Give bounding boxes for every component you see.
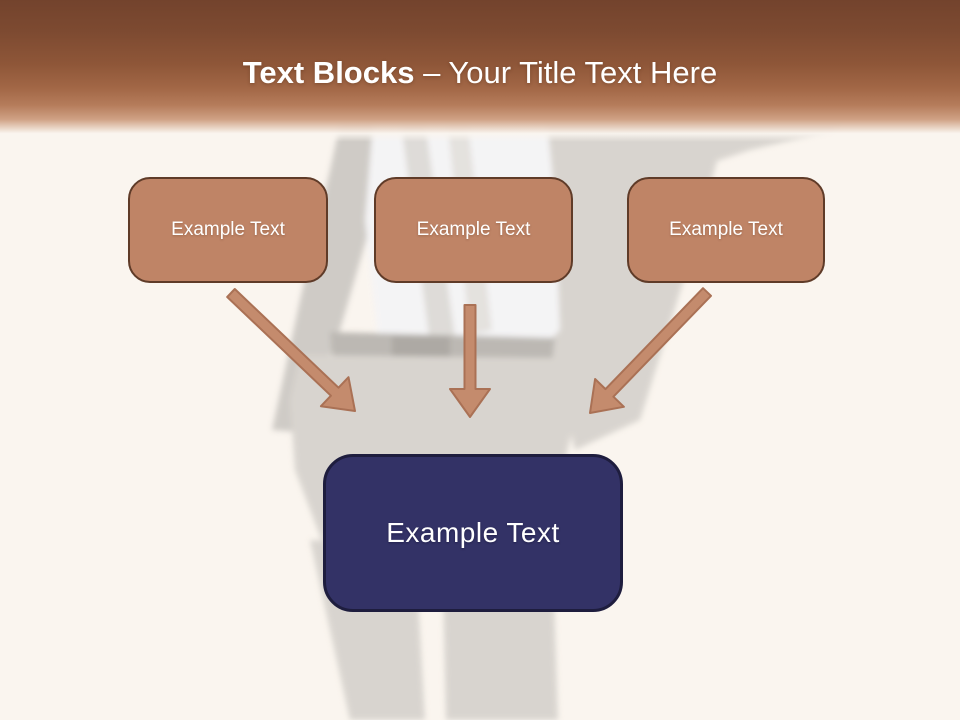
slide-title[interactable]: Text Blocks – Your Title Text Here xyxy=(0,54,960,92)
text-block-3[interactable]: Example Text xyxy=(627,177,825,283)
title-separator: – xyxy=(423,55,441,90)
result-block-label: Example Text xyxy=(386,517,560,548)
text-block-2[interactable]: Example Text xyxy=(374,177,573,283)
text-block-3-label: Example Text xyxy=(669,219,783,240)
title-emphasis: Text Blocks xyxy=(242,55,415,90)
person-belt xyxy=(330,332,555,362)
person-raised-arm xyxy=(595,95,860,185)
person-belt-buckle xyxy=(392,336,450,358)
arrow-down-left-icon xyxy=(589,287,712,414)
arrow-down-right-icon xyxy=(226,288,356,412)
result-block[interactable]: Example Text xyxy=(323,454,623,612)
arrow-down-icon xyxy=(449,304,491,418)
text-block-2-label: Example Text xyxy=(416,219,531,240)
text-block-1[interactable]: Example Text xyxy=(128,177,328,283)
title-rest: Your Title Text Here xyxy=(448,55,718,90)
text-block-1-label: Example Text xyxy=(171,219,285,240)
